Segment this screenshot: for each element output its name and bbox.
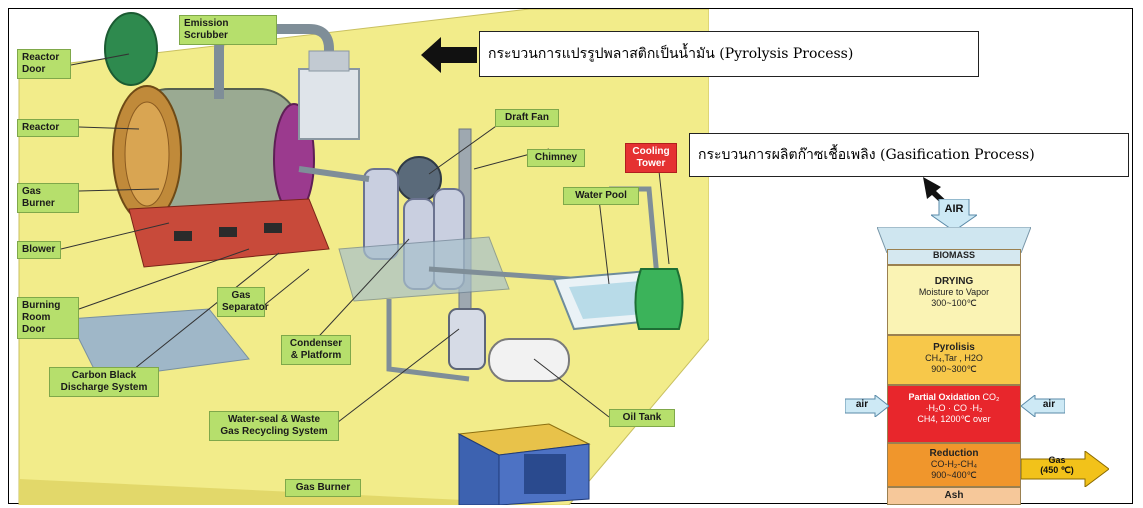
reactor-door-disc (104, 12, 158, 86)
gas-burner-opening (524, 454, 566, 494)
furnace-window-3 (264, 223, 282, 233)
label-water-pool: Water Pool (563, 187, 639, 205)
label-gas-burner-left: Gas Burner (17, 183, 79, 213)
cooling-tower-shape (634, 268, 684, 330)
layer-partial-oxidation: Partial Oxidation CO₂ ·H₂O · CO ·H₂ CH4,… (887, 385, 1021, 443)
label-gas-separator: Gas Separator (217, 287, 269, 317)
label-carbon-black-discharge: Carbon Black Discharge System (49, 367, 159, 397)
reactor-pit (68, 308, 250, 380)
gas-outlet-labels: Gas (450 ℃) (1025, 455, 1089, 475)
gasification-process-title: กระบวนการผลิตก๊าซเชื้อเพลิง (Gasificatio… (689, 133, 1129, 177)
reactor-front-face (124, 101, 170, 207)
label-chimney: Chimney (527, 149, 585, 167)
oxidation-suffix: CO₂ (982, 392, 1000, 402)
air-right-arrow-icon (1021, 395, 1065, 417)
gas-outlet-arrow-icon (1021, 451, 1109, 487)
water-seal-vessel (448, 308, 486, 370)
layer-biomass: BIOMASS (887, 249, 1021, 265)
label-gas-burner-bottom: Gas Burner (285, 479, 361, 497)
oxidation-line-2: CH4, 1200℃ over (917, 414, 991, 424)
pyrolisis-title: Pyrolisis (933, 342, 975, 353)
furnace-window-1 (174, 231, 192, 241)
drying-line-2: 300~100℃ (931, 298, 977, 308)
layer-drying: DRYING Moisture to Vapor 300~100℃ (887, 265, 1021, 335)
label-cooling-tower: Cooling Tower (625, 143, 677, 173)
process-pipe-1 (298, 166, 370, 182)
condenser-platform (338, 236, 510, 302)
leader-lines (60, 53, 670, 430)
reduction-line-1: CO-H₂-CH₄ (930, 459, 978, 469)
gas-burner-front (458, 433, 500, 505)
label-reactor: Reactor (17, 119, 79, 137)
layer-pyrolisis: Pyrolisis CH₄,Tar , H2O 900~300℃ (887, 335, 1021, 385)
oil-tank-body (488, 338, 570, 382)
label-oil-tank: Oil Tank (609, 409, 675, 427)
layer-reduction: Reduction CO-H₂-CH₄ 900~400℃ (887, 443, 1021, 487)
oxidation-heading: Partial Oxidation CO₂ (888, 392, 1020, 403)
water-pool-water (569, 281, 655, 319)
label-draft-fan: Draft Fan (495, 109, 559, 127)
pyrolisis-line-2: 900~300℃ (931, 364, 977, 374)
drying-line-1: Moisture to Vapor (918, 287, 990, 297)
figure-frame: Reactor Door Emission Scrubber Reactor G… (8, 8, 1133, 505)
gasifier-diagram: AIR BIOMASS DRYING Moisture to Vapor 300… (829, 199, 1129, 505)
scrubber-top (308, 50, 350, 72)
arrow-left-icon (421, 37, 477, 73)
label-burning-room-door: Burning Room Door (17, 297, 79, 339)
label-emission-scrubber: Emission Scrubber (179, 15, 277, 45)
drying-title: DRYING (934, 276, 974, 287)
air-left-arrow-icon (845, 395, 889, 417)
emission-scrubber-unit (298, 68, 360, 140)
label-condenser-platform: Condenser & Platform (281, 335, 351, 365)
oxidation-title: Partial Oxidation (908, 392, 980, 402)
process-pipe-3 (386, 299, 470, 382)
gas-outlet-label: Gas (1048, 455, 1066, 465)
pyrolisis-line-1: CH₄,Tar , H2O (925, 353, 983, 363)
pyrolysis-process-title: กระบวนการแปรรูปพลาสติกเป็นน้ำมัน (Pyroly… (479, 31, 979, 77)
biomass-hopper (877, 227, 1031, 253)
layer-ash: Ash (887, 487, 1021, 505)
label-water-seal-system: Water-seal & Waste Gas Recycling System (209, 411, 339, 441)
pyrolysis-plant-illustration (18, 9, 709, 505)
air-left-label: air (855, 399, 869, 410)
label-reactor-door: Reactor Door (17, 49, 71, 79)
air-inlet-label: AIR (944, 203, 964, 215)
label-blower: Blower (17, 241, 61, 259)
furnace-window-2 (219, 227, 237, 237)
reduction-line-2: 900~400℃ (931, 470, 977, 480)
air-right-label: air (1042, 399, 1056, 410)
oxidation-line-1: ·H₂O · CO ·H₂ (925, 403, 983, 413)
air-inlet-arrow-icon (931, 199, 977, 231)
reduction-title: Reduction (929, 448, 979, 459)
gas-outlet-temp: (450 ℃) (1040, 465, 1074, 475)
